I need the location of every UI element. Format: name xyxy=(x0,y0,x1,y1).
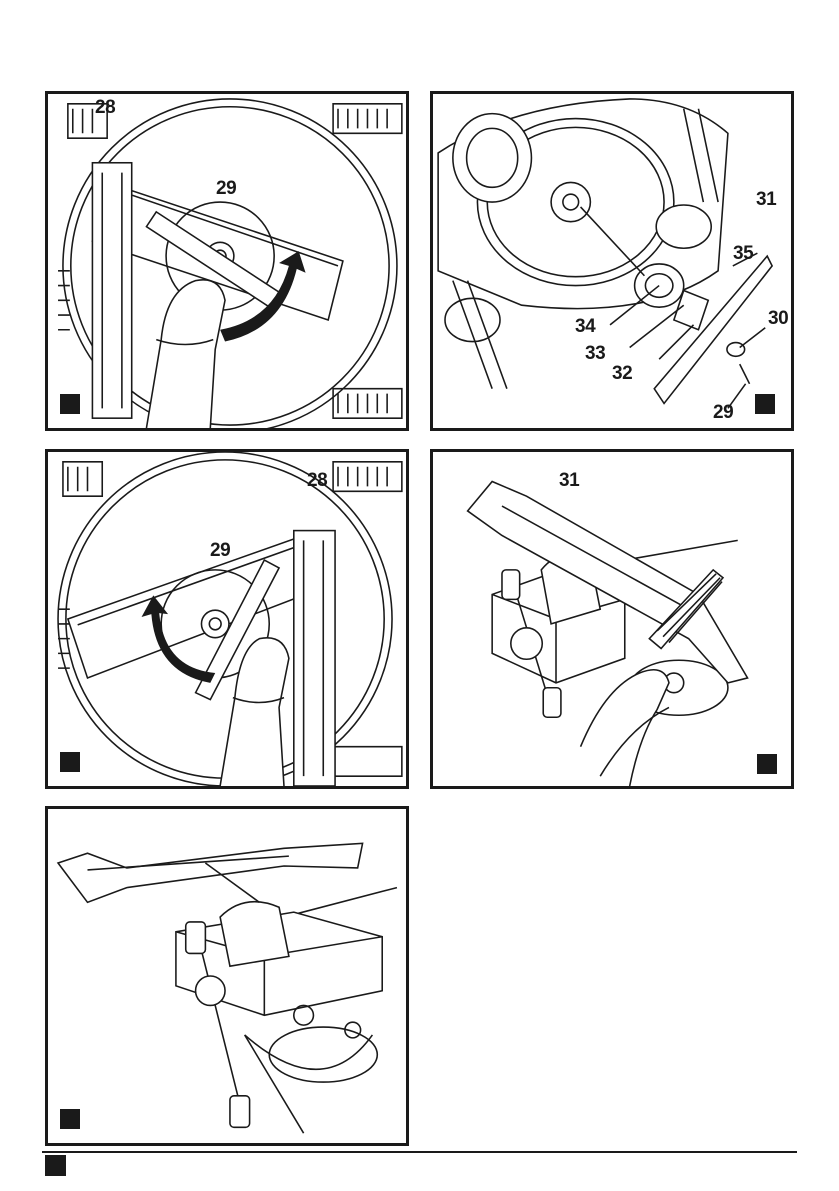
callout-32: 32 xyxy=(612,363,632,385)
figure-d-illustration xyxy=(433,452,791,786)
figure-c-illustration xyxy=(48,452,406,786)
figure-a-loosen-blade: 28 29 xyxy=(45,91,409,431)
callout-34: 34 xyxy=(575,316,595,338)
figure-marker xyxy=(60,752,80,772)
callout-33: 33 xyxy=(585,343,605,365)
page-marker xyxy=(45,1155,66,1176)
callout-31: 31 xyxy=(559,470,579,492)
figure-a-illustration xyxy=(48,94,406,428)
figure-marker xyxy=(757,754,777,774)
callout-28: 28 xyxy=(95,97,115,119)
figure-marker xyxy=(755,394,775,414)
callout-29: 29 xyxy=(216,178,236,200)
figure-marker xyxy=(60,1109,80,1129)
figure-c-tighten-blade: 28 29 xyxy=(45,449,409,789)
callout-35: 35 xyxy=(733,243,753,265)
figure-d-sharpen-blade: 31 xyxy=(430,449,794,789)
callout-28: 28 xyxy=(307,470,327,492)
footer-rule xyxy=(42,1151,797,1153)
figure-b-blade-assembly-exploded: 31 35 30 34 33 32 29 xyxy=(430,91,794,431)
callout-29: 29 xyxy=(210,540,230,562)
figure-e-balance-blade xyxy=(45,806,409,1146)
callout-29: 29 xyxy=(713,402,733,424)
callout-30: 30 xyxy=(768,308,788,330)
figure-e-illustration xyxy=(48,809,406,1143)
figure-marker xyxy=(60,394,80,414)
callout-31: 31 xyxy=(756,189,776,211)
